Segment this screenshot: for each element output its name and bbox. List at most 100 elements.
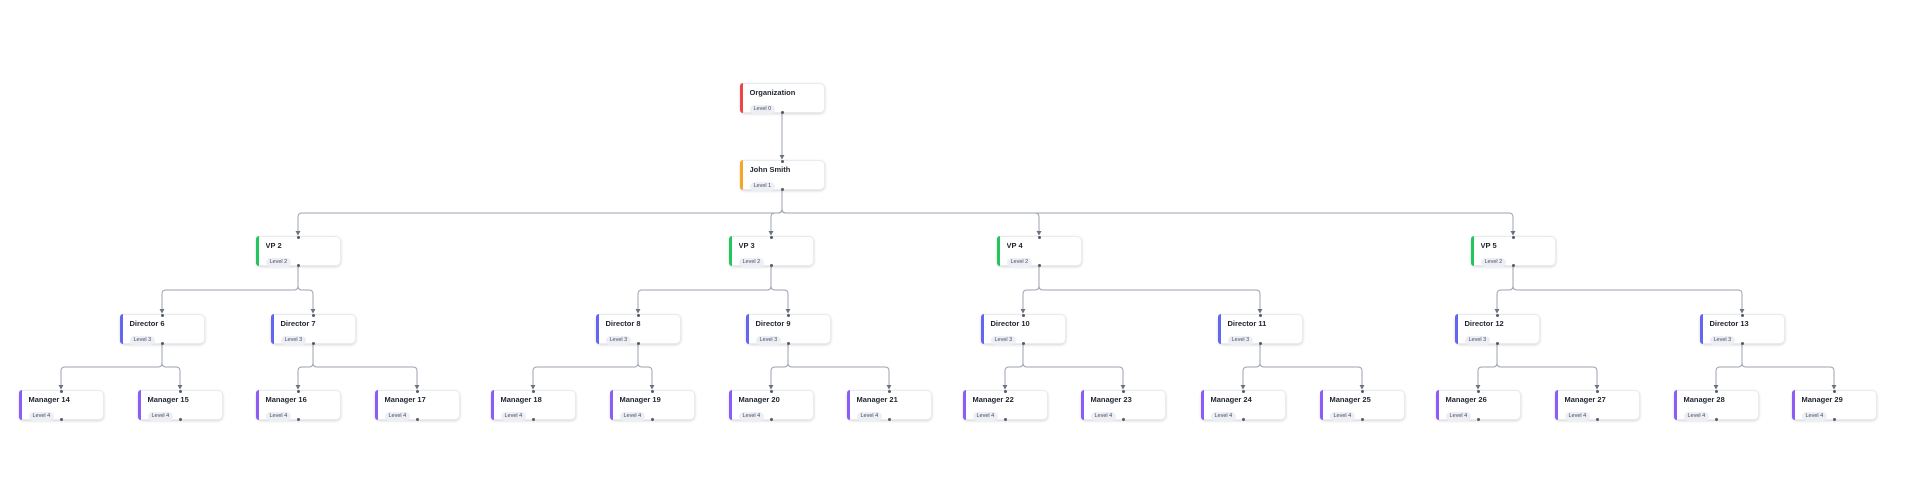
node-source-handle[interactable] bbox=[1258, 341, 1262, 345]
node-target-handle[interactable] bbox=[178, 389, 182, 393]
node-title: VP 2 bbox=[265, 241, 282, 250]
node-target-handle[interactable] bbox=[1258, 313, 1262, 317]
node-target-handle[interactable] bbox=[650, 389, 654, 393]
node-target-handle[interactable] bbox=[636, 313, 640, 317]
node-target-handle[interactable] bbox=[59, 389, 63, 393]
node-source-handle[interactable] bbox=[1021, 341, 1025, 345]
node-target-handle[interactable] bbox=[769, 235, 773, 239]
node-source-handle[interactable] bbox=[780, 187, 784, 191]
node-target-handle[interactable] bbox=[296, 235, 300, 239]
node-target-handle[interactable] bbox=[1740, 313, 1744, 317]
org-edge-director-13-to-manager-28 bbox=[1715, 344, 1743, 389]
node-source-handle[interactable] bbox=[780, 110, 784, 114]
node-title: Manager 20 bbox=[738, 395, 780, 404]
node-source-handle[interactable] bbox=[160, 341, 164, 345]
node-source-handle[interactable] bbox=[1714, 417, 1718, 421]
node-target-handle[interactable] bbox=[1021, 313, 1025, 317]
node-target-handle[interactable] bbox=[531, 389, 535, 393]
node-source-handle[interactable] bbox=[296, 263, 300, 267]
node-target-handle[interactable] bbox=[311, 313, 315, 317]
node-source-handle[interactable] bbox=[531, 417, 535, 421]
node-target-handle[interactable] bbox=[160, 313, 164, 317]
node-target-handle[interactable] bbox=[1714, 389, 1718, 393]
node-source-handle[interactable] bbox=[1037, 263, 1041, 267]
node-source-handle[interactable] bbox=[1511, 263, 1515, 267]
node-target-handle[interactable] bbox=[1037, 235, 1041, 239]
node-source-handle[interactable] bbox=[1595, 417, 1599, 421]
node-source-handle[interactable] bbox=[1241, 417, 1245, 421]
node-source-handle[interactable] bbox=[1832, 417, 1836, 421]
node-source-handle[interactable] bbox=[311, 341, 315, 345]
node-source-handle[interactable] bbox=[1360, 417, 1364, 421]
node-target-handle[interactable] bbox=[1476, 389, 1480, 393]
node-target-handle[interactable] bbox=[1121, 389, 1125, 393]
node-target-handle[interactable] bbox=[1832, 389, 1836, 393]
node-target-handle[interactable] bbox=[1003, 389, 1007, 393]
node-target-handle[interactable] bbox=[786, 313, 790, 317]
node-source-handle[interactable] bbox=[1740, 341, 1744, 345]
node-source-handle[interactable] bbox=[786, 341, 790, 345]
node-target-handle[interactable] bbox=[769, 389, 773, 393]
node-source-handle[interactable] bbox=[1476, 417, 1480, 421]
node-source-handle[interactable] bbox=[887, 417, 891, 421]
node-target-handle[interactable] bbox=[296, 389, 300, 393]
node-source-handle[interactable] bbox=[59, 417, 63, 421]
node-source-handle[interactable] bbox=[296, 417, 300, 421]
org-edge-director-10-to-manager-22 bbox=[1004, 344, 1024, 389]
node-target-handle[interactable] bbox=[1241, 389, 1245, 393]
node-target-handle[interactable] bbox=[1495, 313, 1499, 317]
node-source-handle[interactable] bbox=[1495, 341, 1499, 345]
node-target-handle[interactable] bbox=[780, 159, 784, 163]
node-title: Manager 27 bbox=[1564, 395, 1606, 404]
node-source-handle[interactable] bbox=[1121, 417, 1125, 421]
node-source-handle[interactable] bbox=[650, 417, 654, 421]
node-source-handle[interactable] bbox=[415, 417, 419, 421]
node-source-handle[interactable] bbox=[769, 417, 773, 421]
node-target-handle[interactable] bbox=[1511, 235, 1515, 239]
node-accent-bar bbox=[728, 390, 732, 420]
org-edge-arrowhead bbox=[1257, 309, 1263, 314]
node-target-handle[interactable] bbox=[887, 389, 891, 393]
node-title: Manager 14 bbox=[28, 395, 70, 404]
node-target-handle[interactable] bbox=[1360, 389, 1364, 393]
node-level-badge: Level 3 bbox=[605, 336, 632, 345]
node-source-handle[interactable] bbox=[178, 417, 182, 421]
node-source-handle[interactable] bbox=[769, 263, 773, 267]
node-source-handle[interactable] bbox=[1003, 417, 1007, 421]
node-source-handle[interactable] bbox=[636, 341, 640, 345]
node-target-handle[interactable] bbox=[1595, 389, 1599, 393]
node-target-handle[interactable] bbox=[415, 389, 419, 393]
